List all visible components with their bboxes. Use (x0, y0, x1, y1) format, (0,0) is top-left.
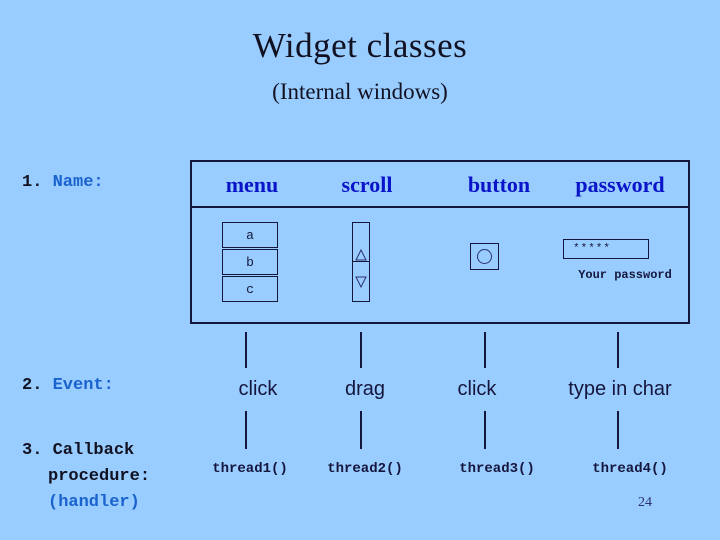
circle-icon (477, 249, 492, 264)
menu-item-a[interactable]: a (222, 222, 278, 248)
row-label-event: 2. Event: (22, 376, 114, 395)
callback-label-menu: thread1() (212, 461, 288, 477)
connector-panel-event-scroll (360, 332, 362, 368)
scrollbar-widget[interactable] (352, 222, 370, 302)
row-label-callback: 3. Callback procedure: (handler) (22, 438, 150, 516)
connector-event-callback-button (484, 411, 486, 449)
menu-widget[interactable]: a b c (222, 222, 278, 302)
password-input[interactable]: ***** (563, 239, 649, 259)
callback-label-scroll: thread2() (327, 461, 403, 477)
password-caption: Your password (578, 268, 672, 282)
event-label-menu: click (238, 378, 278, 400)
connector-panel-event-menu (245, 332, 247, 368)
page-number: 24 (638, 495, 652, 510)
scroll-up-arrow-icon[interactable] (355, 249, 367, 261)
callback-label-password: thread4() (592, 461, 668, 477)
column-header-scroll: scroll (341, 172, 393, 197)
row-number-2: 2. (22, 376, 43, 395)
scroll-thumb-separator (353, 261, 369, 262)
event-label-password: type in char (568, 378, 672, 400)
connector-event-callback-menu (245, 411, 247, 449)
button-widget[interactable] (470, 243, 499, 270)
row-label-event-text: Event: (42, 376, 114, 395)
connector-event-callback-password (617, 411, 619, 449)
row-label-callback-line3: (handler) (48, 493, 140, 512)
column-header-password: password (575, 172, 665, 197)
row-label-callback-text: Callback (42, 441, 135, 460)
page-subtitle: (Internal windows) (272, 79, 448, 104)
connector-event-callback-scroll (360, 411, 362, 449)
event-label-button: click (457, 378, 497, 400)
connector-panel-event-button (484, 332, 486, 368)
row-label-name-text: Name: (42, 173, 104, 192)
widget-panel: menu scroll button password (190, 160, 690, 324)
widget-panel-header (192, 162, 688, 208)
connector-panel-event-password (617, 332, 619, 368)
page-title: Widget classes (252, 26, 468, 65)
row-number-1: 1. (22, 173, 43, 192)
row-number-3: 3. (22, 441, 43, 460)
event-label-scroll: drag (344, 378, 386, 400)
password-input-value: ***** (573, 243, 612, 255)
menu-item-b[interactable]: b (222, 249, 278, 275)
column-header-menu: menu (225, 172, 279, 197)
menu-item-c[interactable]: c (222, 276, 278, 302)
column-header-button: button (467, 172, 531, 197)
row-label-name: 1. Name: (22, 173, 104, 192)
callback-label-button: thread3() (459, 461, 535, 477)
row-label-callback-line2: procedure: (48, 467, 151, 486)
scroll-down-arrow-icon[interactable] (355, 265, 367, 288)
